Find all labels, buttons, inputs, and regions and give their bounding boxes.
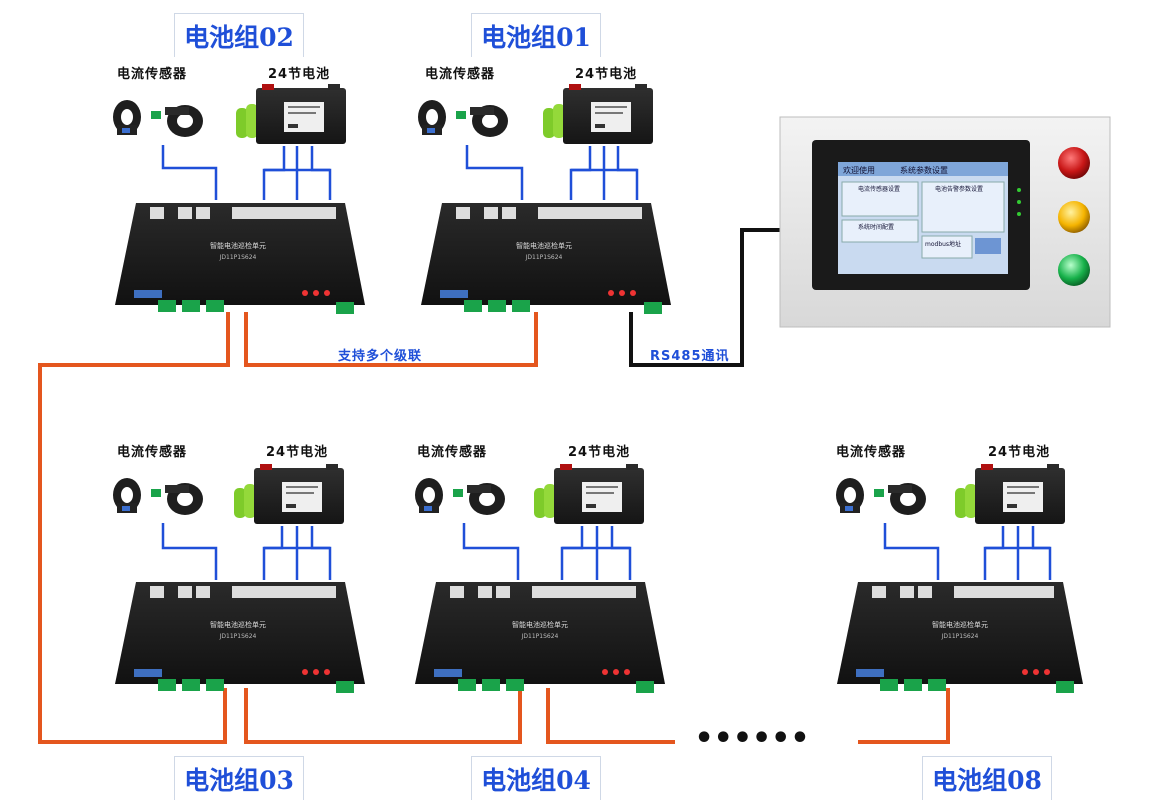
unit-model: JD11P1S624 — [521, 633, 559, 640]
monitor-unit-01: 智能电池巡检单元 JD11P1S624 — [418, 84, 671, 314]
group-title-03: 电池组03 — [174, 756, 304, 800]
hmi-panel-voltage: 电池告警参数设置 — [935, 185, 983, 193]
sensor-label-01: 电流传感器 — [425, 67, 496, 82]
group-title-08: 电池组08 — [922, 756, 1052, 800]
battery-label-02: 24节电池 — [268, 67, 331, 82]
sensor-label-02: 电流传感器 — [117, 67, 188, 82]
rs485-label: RS485通讯 — [650, 349, 730, 364]
unit-model: JD11P1S624 — [219, 254, 257, 261]
battery-label-08: 24节电池 — [988, 445, 1051, 460]
unit-model: JD11P1S624 — [219, 633, 257, 640]
sensor-label-04: 电流传感器 — [417, 445, 488, 460]
hmi-panel-modbus: modbus地址 — [925, 240, 961, 248]
monitor-unit-02: 智能电池巡检单元 JD11P1S624 — [113, 84, 365, 314]
cascade-bus — [38, 312, 950, 744]
hmi-tab-welcome: 欢迎使用 — [843, 165, 875, 175]
yellow-indicator-lamp — [1058, 201, 1090, 233]
green-indicator-lamp — [1058, 254, 1090, 286]
hmi-title: 系统参数设置 — [900, 165, 948, 175]
unit-model: JD11P1S624 — [525, 254, 563, 261]
red-indicator-lamp — [1058, 147, 1090, 179]
battery-label-01: 24节电池 — [575, 67, 638, 82]
group-title-02: 电池组02 — [174, 13, 304, 57]
hmi-panel-sensor: 电流传感器设置 — [858, 185, 900, 193]
cascade-label: 支持多个级联 — [338, 349, 423, 364]
battery-label-03: 24节电池 — [266, 445, 329, 460]
more-groups-ellipsis: •••••• — [694, 721, 809, 756]
monitor-unit-03: 智能电池巡检单元 JD11P1S624 — [113, 464, 365, 693]
unit-model: JD11P1S624 — [941, 633, 979, 640]
unit-name: 智能电池巡检单元 — [932, 620, 988, 629]
sensor-label-03: 电流传感器 — [117, 445, 188, 460]
unit-name: 智能电池巡检单元 — [210, 620, 266, 629]
rs485-line — [629, 228, 818, 367]
unit-name: 智能电池巡检单元 — [512, 620, 568, 629]
hmi-panel: 欢迎使用 系统参数设置 电流传感器设置 电池告警参数设置 系统时间配置 modb… — [779, 116, 1111, 328]
monitor-unit-04: 智能电池巡检单元 JD11P1S624 — [415, 464, 665, 693]
sensor-label-08: 电流传感器 — [836, 445, 907, 460]
group-title-04: 电池组04 — [471, 756, 601, 800]
battery-label-04: 24节电池 — [568, 445, 631, 460]
monitor-unit-08: 智能电池巡检单元 JD11P1S624 — [836, 464, 1083, 693]
unit-name: 智能电池巡检单元 — [516, 241, 572, 250]
hmi-panel-time: 系统时间配置 — [858, 223, 894, 231]
group-title-01: 电池组01 — [471, 13, 601, 57]
unit-name: 智能电池巡检单元 — [210, 241, 266, 250]
